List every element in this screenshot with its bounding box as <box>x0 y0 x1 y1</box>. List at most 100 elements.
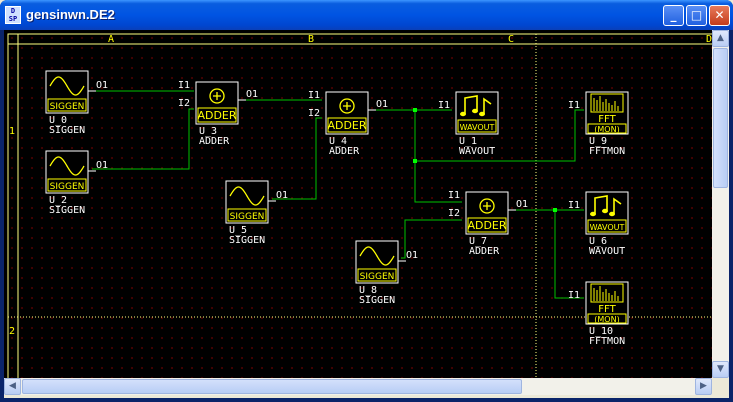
minimize-button[interactable]: _ <box>663 5 684 26</box>
block-label-box <box>227 208 267 222</box>
horizontal-scrollbar[interactable]: ◀ ▶ <box>4 378 712 395</box>
input-pin-label: I1 <box>568 200 580 211</box>
block-type: WAVOUT <box>589 246 625 257</box>
column-label: D <box>706 34 712 45</box>
output-pin-label: O1 <box>96 160 108 171</box>
block-label: WAVOUT <box>460 123 495 132</box>
wire[interactable] <box>272 117 322 200</box>
music-notes-icon <box>464 95 492 114</box>
note-head-icon <box>602 208 608 214</box>
sine-wave-icon <box>49 76 85 96</box>
block-label-box <box>587 219 627 233</box>
output-pin-label: O1 <box>96 80 108 91</box>
block-label: SIGGEN <box>50 182 85 192</box>
column-label: A <box>108 34 114 45</box>
title-bar[interactable]: D SP gensinwn.DE2 _ □ ✕ <box>0 0 733 30</box>
block-label-box <box>47 98 87 112</box>
note-head-icon <box>609 211 615 217</box>
close-button[interactable]: ✕ <box>709 5 730 26</box>
scroll-down-icon[interactable]: ▼ <box>712 361 729 378</box>
scroll-up-icon[interactable]: ▲ <box>712 30 729 47</box>
block-label: ADDER <box>327 119 366 132</box>
spectrum-frame <box>590 283 624 303</box>
plus-icon <box>483 202 491 210</box>
input-pin-label: I2 <box>178 98 190 109</box>
wire[interactable] <box>415 109 584 162</box>
block-label: SIGGEN <box>360 272 395 282</box>
block-label-box <box>197 107 237 123</box>
input-pin-label: I1 <box>448 190 460 201</box>
row-label: 1 <box>9 126 15 137</box>
instance-name: U_7 <box>469 236 487 247</box>
note-head-icon <box>460 111 466 117</box>
block-label-box <box>457 119 497 133</box>
icon-text-bottom: SP <box>8 15 18 23</box>
block-label: ADDER <box>197 109 236 122</box>
block-label-bottom: (MON) <box>594 315 619 324</box>
horizontal-scroll-thumb[interactable] <box>22 379 522 394</box>
block-label-box <box>357 268 397 282</box>
note-head-icon <box>479 111 485 117</box>
row-label: 2 <box>9 326 15 337</box>
output-pin-label: O1 <box>406 250 418 261</box>
plus-icon <box>343 102 351 110</box>
block-label-box <box>587 313 627 324</box>
plus-circle-icon <box>209 88 225 104</box>
block-label-box <box>327 117 367 133</box>
block-label: SIGGEN <box>50 102 85 112</box>
vertical-scroll-thumb[interactable] <box>713 48 728 188</box>
sine-wave-icon <box>359 246 395 266</box>
wire[interactable] <box>401 219 462 259</box>
block-type: SIGGEN <box>49 205 85 216</box>
scroll-left-icon[interactable]: ◀ <box>4 378 21 395</box>
sine-wave-icon <box>229 186 265 206</box>
block-label-top: FFT <box>598 304 616 315</box>
block-type: FFTMON <box>589 146 625 157</box>
wire[interactable] <box>414 110 462 203</box>
maximize-button[interactable]: □ <box>686 5 707 26</box>
input-pin-label: I2 <box>448 208 460 219</box>
plus-circle-icon <box>339 98 355 114</box>
instance-name: U_9 <box>589 136 607 147</box>
block-label-box <box>47 178 87 192</box>
dsp-app-icon[interactable]: D SP <box>5 6 21 24</box>
note-head-icon <box>590 211 596 217</box>
instance-name: U_10 <box>589 326 613 337</box>
instance-name: U_8 <box>359 285 377 296</box>
plus-circle-icon <box>479 198 495 214</box>
input-pin-label: I1 <box>568 100 580 111</box>
spectrum-frame <box>590 93 624 113</box>
wire[interactable] <box>92 108 194 170</box>
wire[interactable] <box>554 210 584 299</box>
instance-name: U_4 <box>329 136 347 147</box>
window-title: gensinwn.DE2 <box>26 7 115 22</box>
block-label-box <box>467 217 507 233</box>
instance-name: U_5 <box>229 225 247 236</box>
input-pin-label: I1 <box>438 100 450 111</box>
block-type: SIGGEN <box>229 235 265 246</box>
block-type: SIGGEN <box>49 125 85 136</box>
vertical-scrollbar[interactable]: ▲ ▼ <box>712 30 729 378</box>
input-pin-label: I1 <box>568 290 580 301</box>
block-label-top: FFT <box>598 114 616 125</box>
output-pin-label: O1 <box>246 89 258 100</box>
instance-name: U_1 <box>459 136 477 147</box>
scroll-right-icon[interactable]: ▶ <box>695 378 712 395</box>
wire-junction <box>553 208 557 212</box>
block-type: FFTMON <box>589 336 625 347</box>
block-type: SIGGEN <box>359 295 395 306</box>
scrollbar-corner <box>712 378 729 395</box>
